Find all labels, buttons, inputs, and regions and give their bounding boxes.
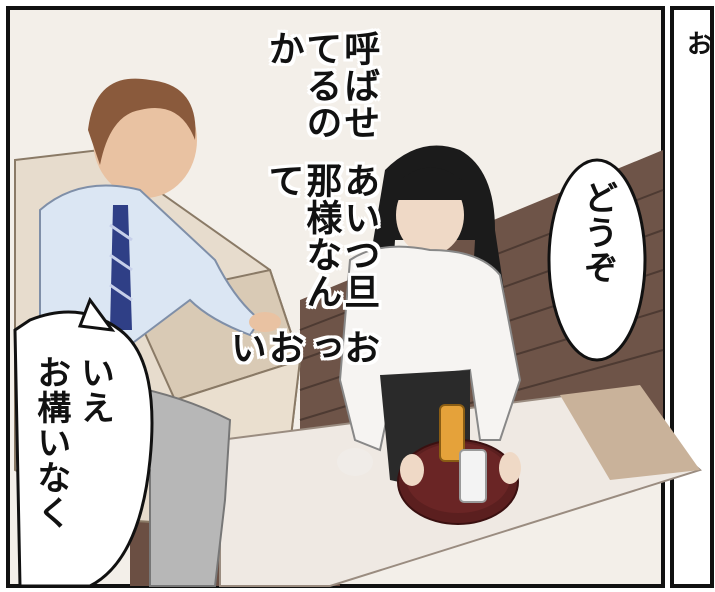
man-reply-line-2: お構いなく [30, 355, 71, 530]
man-thought-text: おっおい あいつ旦那様なんて 呼ばせてるのか [224, 30, 380, 400]
bubble-douzo [547, 158, 647, 362]
glass [459, 449, 487, 503]
woman-speech-text: どうぞ [577, 180, 618, 285]
man-thought-line-2: あいつ旦那様なんて [262, 161, 380, 310]
man-reply-line-1: いえ [74, 355, 115, 425]
man-reply-text: いえ お構いなく [30, 355, 115, 530]
man-thought-line-3: 呼ばせてるのか [262, 30, 380, 141]
edge-panel-text: お [682, 30, 713, 57]
man-thought-line-1: おっおい [224, 329, 380, 367]
beer-can [439, 404, 465, 462]
woman-figure [337, 145, 522, 484]
tray [397, 404, 521, 525]
right-panel-frame [670, 6, 714, 588]
